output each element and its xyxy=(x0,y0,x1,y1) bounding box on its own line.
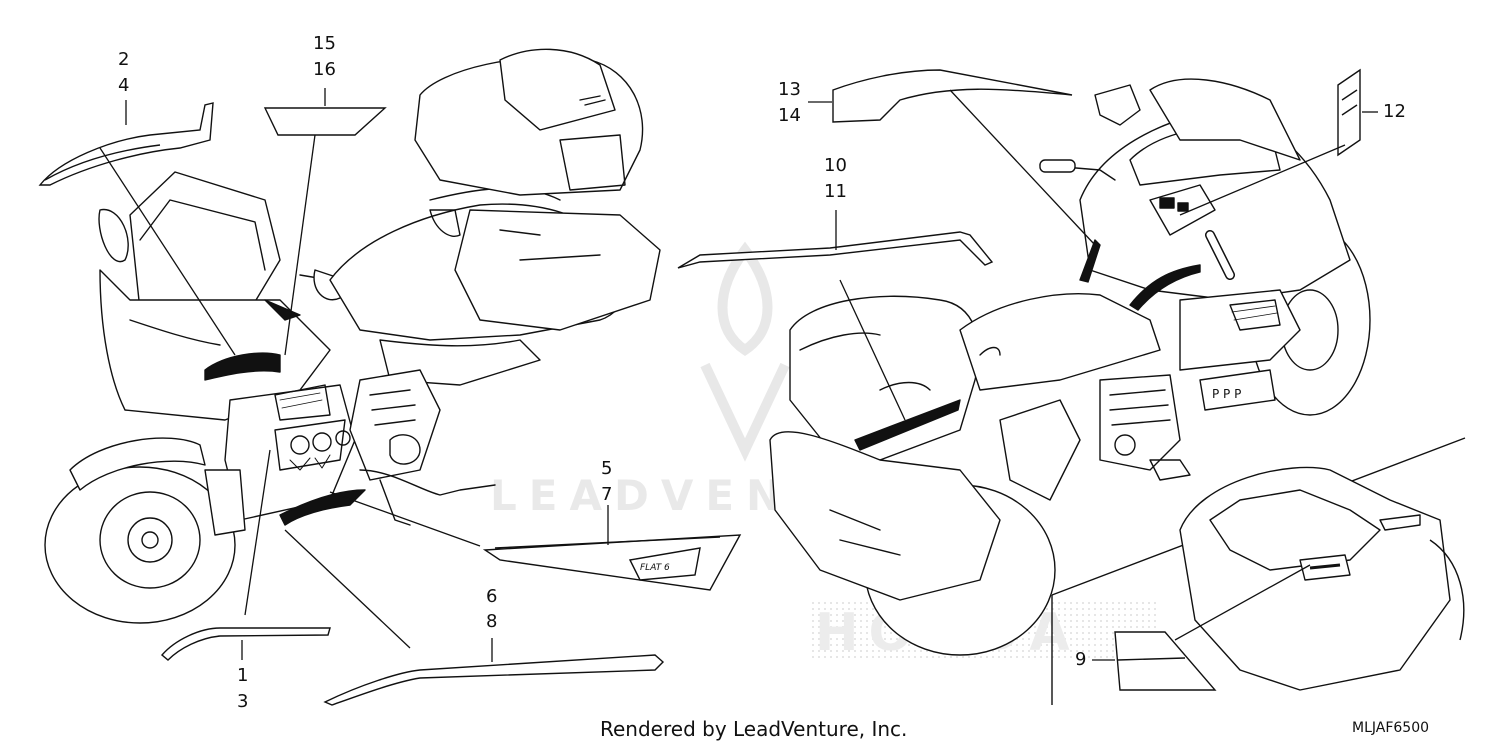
decal-6-8 xyxy=(323,654,665,706)
callout-13: 13 xyxy=(778,79,801,100)
svg-text:P P P: P P P xyxy=(1212,387,1241,401)
callout-16: 16 xyxy=(313,59,336,80)
watermark-logo xyxy=(700,241,790,462)
diagram-code: MLJAF6500 xyxy=(1352,720,1430,736)
left-motorcycle xyxy=(44,48,661,624)
decal-2-4 xyxy=(38,102,214,186)
callout-3: 3 xyxy=(237,691,249,712)
callout-2: 2 xyxy=(118,49,130,70)
callout-8: 8 xyxy=(486,611,498,632)
right-motorcycle: P P P xyxy=(769,78,1371,656)
decal-9 xyxy=(1114,631,1217,691)
callout-4: 4 xyxy=(118,75,130,96)
decal-15-16 xyxy=(263,107,387,136)
decal-5-7: FLAT 6 xyxy=(482,534,742,591)
callout-10: 10 xyxy=(824,155,847,176)
right-leader-lines xyxy=(808,89,1378,661)
callout-6: 6 xyxy=(486,586,498,607)
inset-saddlebag xyxy=(1051,437,1466,705)
decal-12 xyxy=(1337,68,1361,157)
callout-1: 1 xyxy=(237,665,249,686)
callout-11: 11 xyxy=(824,181,847,202)
callout-12: 12 xyxy=(1383,101,1406,122)
callout-7: 7 xyxy=(601,484,613,505)
callout-14: 14 xyxy=(778,105,801,126)
rendered-by-text: Rendered by LeadVenture, Inc. xyxy=(600,717,908,741)
flat6-emblem-text: FLAT 6 xyxy=(640,563,670,573)
callout-9: 9 xyxy=(1075,649,1087,670)
decal-10-11 xyxy=(677,231,994,269)
left-leader-lines xyxy=(99,88,609,662)
callout-15: 15 xyxy=(313,33,336,54)
decal-13-14 xyxy=(832,69,1073,123)
callout-5: 5 xyxy=(601,458,613,479)
decal-1-3 xyxy=(161,627,331,661)
